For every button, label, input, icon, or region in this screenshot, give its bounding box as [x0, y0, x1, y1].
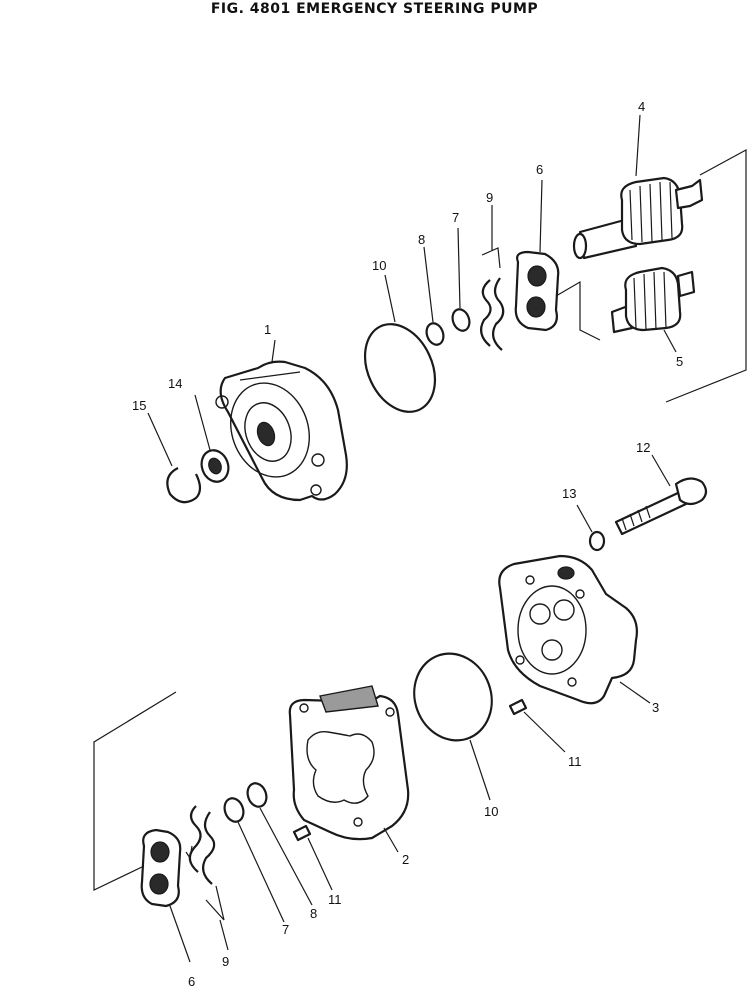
part-6-wear-plate-top: [514, 179, 560, 332]
callout-6-bottom: 6: [188, 974, 195, 989]
callout-4: 4: [638, 99, 645, 114]
part-7-ring-bottom: [223, 797, 285, 923]
frame-bracket-bottom: [93, 691, 193, 891]
part-5-driven-gear: [610, 266, 696, 353]
callout-10-bottom: 10: [484, 804, 498, 819]
frame-bracket-top: [555, 148, 747, 403]
part-10-o-ring-top: [363, 274, 437, 413]
part-8-ring-top: [423, 246, 445, 346]
part-2-gear-body: [288, 685, 410, 853]
callout-10-top: 10: [372, 258, 386, 273]
part-11-dowel-pin-right: [508, 698, 566, 753]
callout-14: 14: [168, 376, 182, 391]
part-9-spring-bottom: [188, 805, 229, 951]
callout-7-top: 7: [452, 210, 459, 225]
callout-7-bottom: 7: [282, 922, 289, 937]
callout-5: 5: [676, 354, 683, 369]
callout-1: 1: [264, 322, 271, 337]
part-8-ring-bottom: [246, 782, 313, 906]
callout-6-top: 6: [536, 162, 543, 177]
callout-13: 13: [562, 486, 576, 501]
part-9-spring-top: [479, 205, 505, 351]
part-1-front-cover: [215, 339, 348, 502]
part-11-dowel-pin-bottom: [292, 824, 333, 891]
part-6-wear-plate-bottom: [140, 828, 191, 963]
part-15-snap-ring: [147, 412, 202, 504]
callout-3: 3: [652, 700, 659, 715]
part-4-drive-gear-shaft: [572, 114, 704, 260]
part-3-rear-cover: [498, 554, 651, 705]
callout-11-right: 11: [568, 754, 582, 769]
part-7-ring-top: [451, 227, 471, 332]
callout-8-top: 8: [418, 232, 425, 247]
callout-9-top: 9: [486, 190, 493, 205]
figure-title: FIG. 4801 EMERGENCY STEERING PUMP: [210, 1, 539, 17]
part-12-bolt: [614, 454, 708, 536]
callout-15: 15: [132, 398, 146, 413]
callout-11-bottom: 11: [328, 892, 342, 907]
part-13-washer: [576, 504, 606, 552]
callout-9-bottom: 9: [222, 954, 229, 969]
part-10-o-ring-bottom: [413, 652, 493, 801]
callout-8-bottom: 8: [310, 906, 317, 921]
callout-2: 2: [402, 852, 409, 867]
part-14-bearing: [194, 394, 230, 483]
callout-12: 12: [636, 440, 650, 455]
